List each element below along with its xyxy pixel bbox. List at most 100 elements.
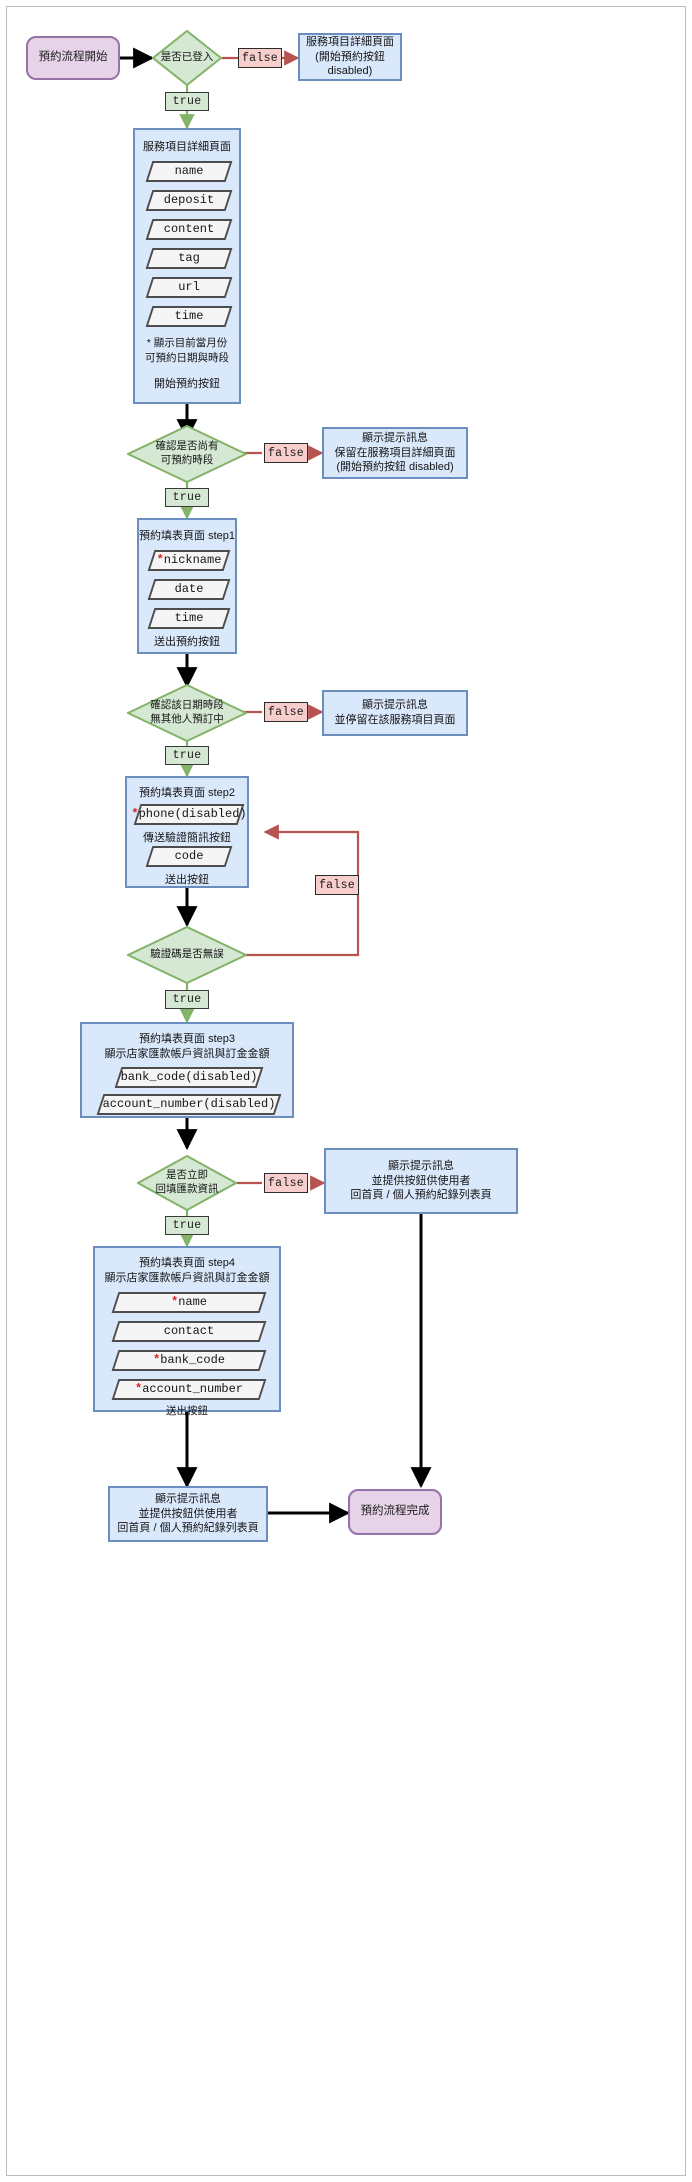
msg-keep-detail-line2: 保留在服務項目詳細頁面 (334, 446, 456, 459)
decision-fill-remittance-line2: 回填匯款資訊 (155, 1183, 219, 1195)
node-form-step1[interactable]: 預約填表頁面 step1 *nickname date time 送出預約按鈕 (137, 518, 237, 654)
field-nickname[interactable]: *nickname (147, 550, 231, 571)
field-step4-bank-code[interactable]: *bank_code (111, 1350, 267, 1371)
form-step4-title-1: 預約填表頁面 step4 (139, 1257, 235, 1269)
form-step1-title: 預約填表頁面 step1 (139, 530, 235, 542)
decision-slot-unbooked-line2: 無其他人預訂中 (150, 713, 224, 725)
field-tag-label: tag (178, 250, 200, 265)
submit-button-step2[interactable]: 送出按鈕 (165, 874, 209, 886)
decision-code-valid-label: 驗證碼是否無誤 (150, 948, 224, 961)
field-date-label: date (174, 581, 204, 596)
field-time[interactable]: time (145, 306, 233, 327)
node-service-detail-page[interactable]: 服務項目詳細頁面 name deposit content tag url ti… (133, 128, 241, 404)
true-text: true (172, 491, 202, 504)
msg-keep-detail-line1: 顯示提示訊息 (362, 432, 428, 445)
decision-fill-remittance-line1: 是否立即 (166, 1169, 208, 1182)
form-step3-title-2: 顯示店家匯款帳戶資訊與訂金金額 (104, 1048, 270, 1060)
node-end-label: 預約流程完成 (360, 1505, 430, 1518)
true-text: true (172, 95, 202, 108)
field-step4-name[interactable]: *name (111, 1292, 267, 1313)
field-nickname-label: *nickname (156, 552, 222, 567)
field-bank-code-disabled-label: bank_code(disabled) (120, 1069, 258, 1084)
decision-slot-unbooked[interactable]: 確認該日期時段 無其他人預訂中 (127, 684, 247, 742)
field-deposit[interactable]: deposit (145, 190, 233, 211)
edge-label-false-slot: false (264, 443, 308, 463)
field-content[interactable]: content (145, 219, 233, 240)
node-msg-done-alt[interactable]: 顯示提示訊息 並提供按鈕供使用者 回首頁 / 個人預約紀錄列表頁 (324, 1148, 518, 1214)
node-msg-done[interactable]: 顯示提示訊息 並提供按鈕供使用者 回首頁 / 個人預約紀錄列表頁 (108, 1486, 268, 1542)
field-phone[interactable]: *phone(disabled) (131, 804, 247, 825)
node-end[interactable]: 預約流程完成 (348, 1489, 442, 1535)
service-detail-note-2: 可預約日期與時段 (145, 352, 229, 364)
diamond-shape (127, 926, 247, 984)
node-form-step3[interactable]: 預約填表頁面 step3 顯示店家匯款帳戶資訊與訂金金額 bank_code(d… (80, 1022, 294, 1118)
field-phone-label: *phone(disabled) (131, 806, 247, 821)
edge-label-false-login: false (238, 48, 282, 68)
start-booking-button[interactable]: 開始預約按鈕 (154, 378, 220, 390)
field-url[interactable]: url (145, 277, 233, 298)
false-text: false (267, 446, 304, 460)
msg-done-line1: 顯示提示訊息 (155, 1493, 221, 1506)
field-step4-account-number[interactable]: *account_number (111, 1379, 267, 1400)
decision-is-logged-in[interactable]: 是否已登入 (152, 30, 222, 86)
edge-label-true-unbooked: true (165, 746, 209, 765)
edge-label-false-unbooked: false (264, 702, 308, 722)
true-text: true (172, 1219, 202, 1232)
field-code-label: code (174, 848, 204, 863)
msg-keep-detail-line3: (開始預約按鈕 disabled) (336, 461, 454, 474)
decision-fill-remittance-now[interactable]: 是否立即 回填匯款資訊 (137, 1155, 237, 1211)
service-detail-note-1: * 顯示目前當月份 (146, 337, 228, 349)
false-text: false (318, 878, 355, 892)
field-step4-name-label: *name (170, 1294, 207, 1309)
diamond-shape (127, 425, 247, 483)
field-step4-bank-code-label: *bank_code (152, 1352, 225, 1367)
edge-label-true-slot: true (165, 488, 209, 507)
diamond-shape (127, 684, 247, 742)
decision-is-logged-in-label: 是否已登入 (160, 51, 214, 64)
decision-slot-unbooked-line1: 確認該日期時段 (150, 699, 224, 712)
field-url-label: url (178, 279, 200, 294)
send-sms-button[interactable]: 傳送驗證簡訊按鈕 (143, 832, 231, 844)
msg-done-line2: 並提供按鈕供使用者 (138, 1507, 238, 1520)
msg-stay-detail-line2: 並停留在該服務項目頁面 (334, 714, 456, 726)
decision-slot-available-line1: 確認是否尚有 (155, 440, 219, 453)
false-text: false (267, 705, 304, 719)
true-text: true (172, 749, 202, 762)
decision-code-valid[interactable]: 驗證碼是否無誤 (127, 926, 247, 984)
edge-label-true-code: true (165, 990, 209, 1009)
field-step4-contact[interactable]: contact (111, 1321, 267, 1342)
node-form-step2[interactable]: 預約填表頁面 step2 *phone(disabled) 傳送驗證簡訊按鈕 c… (125, 776, 249, 888)
false-text: false (267, 1176, 304, 1190)
form-step2-title: 預約填表頁面 step2 (139, 787, 235, 799)
field-name[interactable]: name (145, 161, 233, 182)
msg-done-alt-line1: 顯示提示訊息 (388, 1160, 454, 1173)
msg-stay-detail-line1: 顯示提示訊息 (362, 699, 428, 712)
node-service-detail-disabled[interactable]: 服務項目詳細頁面 (開始預約按鈕 disabled) (298, 33, 402, 81)
form-step3-title-1: 預約填表頁面 step3 (139, 1033, 235, 1045)
true-text: true (172, 993, 202, 1006)
field-code[interactable]: code (145, 846, 233, 867)
node-start[interactable]: 預約流程開始 (26, 36, 120, 80)
node-msg-keep-detail[interactable]: 顯示提示訊息 保留在服務項目詳細頁面 (開始預約按鈕 disabled) (322, 427, 468, 479)
submit-booking-button[interactable]: 送出預約按鈕 (154, 636, 220, 648)
field-step4-contact-label: contact (163, 1323, 215, 1338)
edge-label-false-code: false (315, 875, 359, 895)
decision-slot-available[interactable]: 確認是否尚有 可預約時段 (127, 425, 247, 483)
form-step4-title-2: 顯示店家匯款帳戶資訊與訂金金額 (104, 1272, 270, 1284)
submit-button-step4[interactable]: 送出按鈕 (166, 1405, 208, 1417)
node-msg-stay-detail[interactable]: 顯示提示訊息 並停留在該服務項目頁面 (322, 690, 468, 736)
node-form-step4[interactable]: 預約填表頁面 step4 顯示店家匯款帳戶資訊與訂金金額 *name conta… (93, 1246, 281, 1417)
service-detail-disabled-line2: (開始預約按鈕 disabled) (315, 50, 385, 78)
field-name-label: name (174, 163, 204, 178)
field-tag[interactable]: tag (145, 248, 233, 269)
field-account-number-disabled[interactable]: account_number(disabled) (96, 1094, 282, 1115)
field-time-label: time (174, 308, 204, 323)
false-text: false (241, 51, 278, 65)
field-time-step1[interactable]: time (147, 608, 231, 629)
service-detail-title: 服務項目詳細頁面 (143, 141, 231, 153)
field-date[interactable]: date (147, 579, 231, 600)
field-bank-code-disabled[interactable]: bank_code(disabled) (114, 1067, 264, 1088)
msg-done-alt-line2: 並提供按鈕供使用者 (371, 1174, 471, 1187)
field-deposit-label: deposit (163, 192, 215, 207)
